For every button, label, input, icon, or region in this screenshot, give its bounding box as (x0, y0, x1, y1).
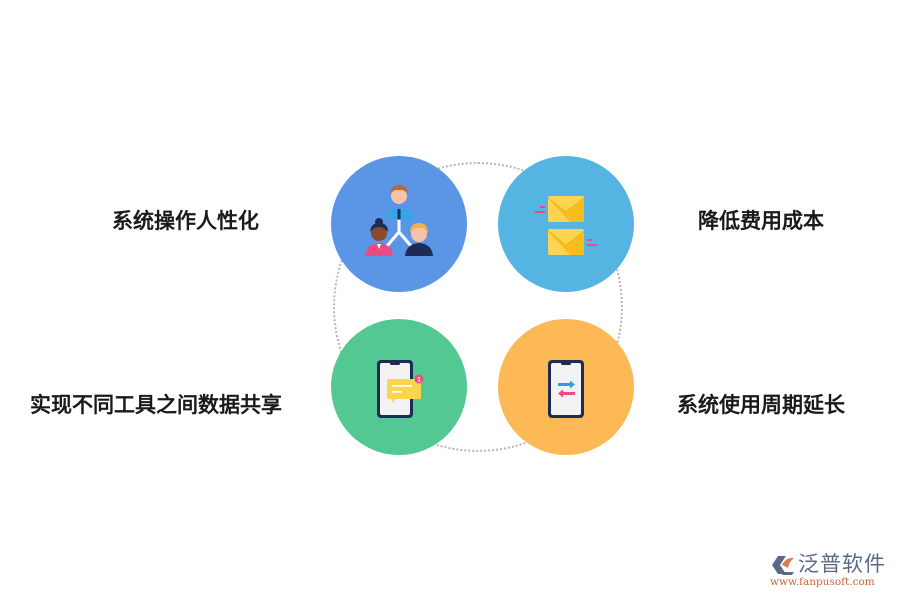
notification-badge-count: 1 (417, 377, 421, 384)
logo-name: 泛普软件 (798, 552, 886, 576)
phone-message-icon: 1 (377, 360, 424, 418)
envelopes-icon (535, 196, 597, 255)
fanpusoft-logo[interactable]: 泛普软件 www.fanpusoft.com (768, 552, 893, 592)
label-reduce-cost: 降低费用成本 (698, 209, 824, 233)
node-data-sharing: 1 (331, 319, 467, 455)
node-reduce-cost (498, 156, 634, 292)
fanpusoft-logo-icon (772, 556, 794, 575)
label-extended-lifecycle: 系统使用周期延长 (677, 393, 845, 417)
label-data-sharing: 实现不同工具之间数据共享 (30, 393, 282, 417)
dotted-connector-ring (333, 162, 623, 452)
label-user-friendly: 系统操作人性化 (112, 209, 259, 233)
phone-transfer-icon (548, 360, 584, 418)
team-hierarchy-icon (365, 185, 433, 256)
node-user-friendly (331, 156, 467, 292)
node-extended-lifecycle (498, 319, 634, 455)
logo-url: www.fanpusoft.com (770, 576, 875, 588)
